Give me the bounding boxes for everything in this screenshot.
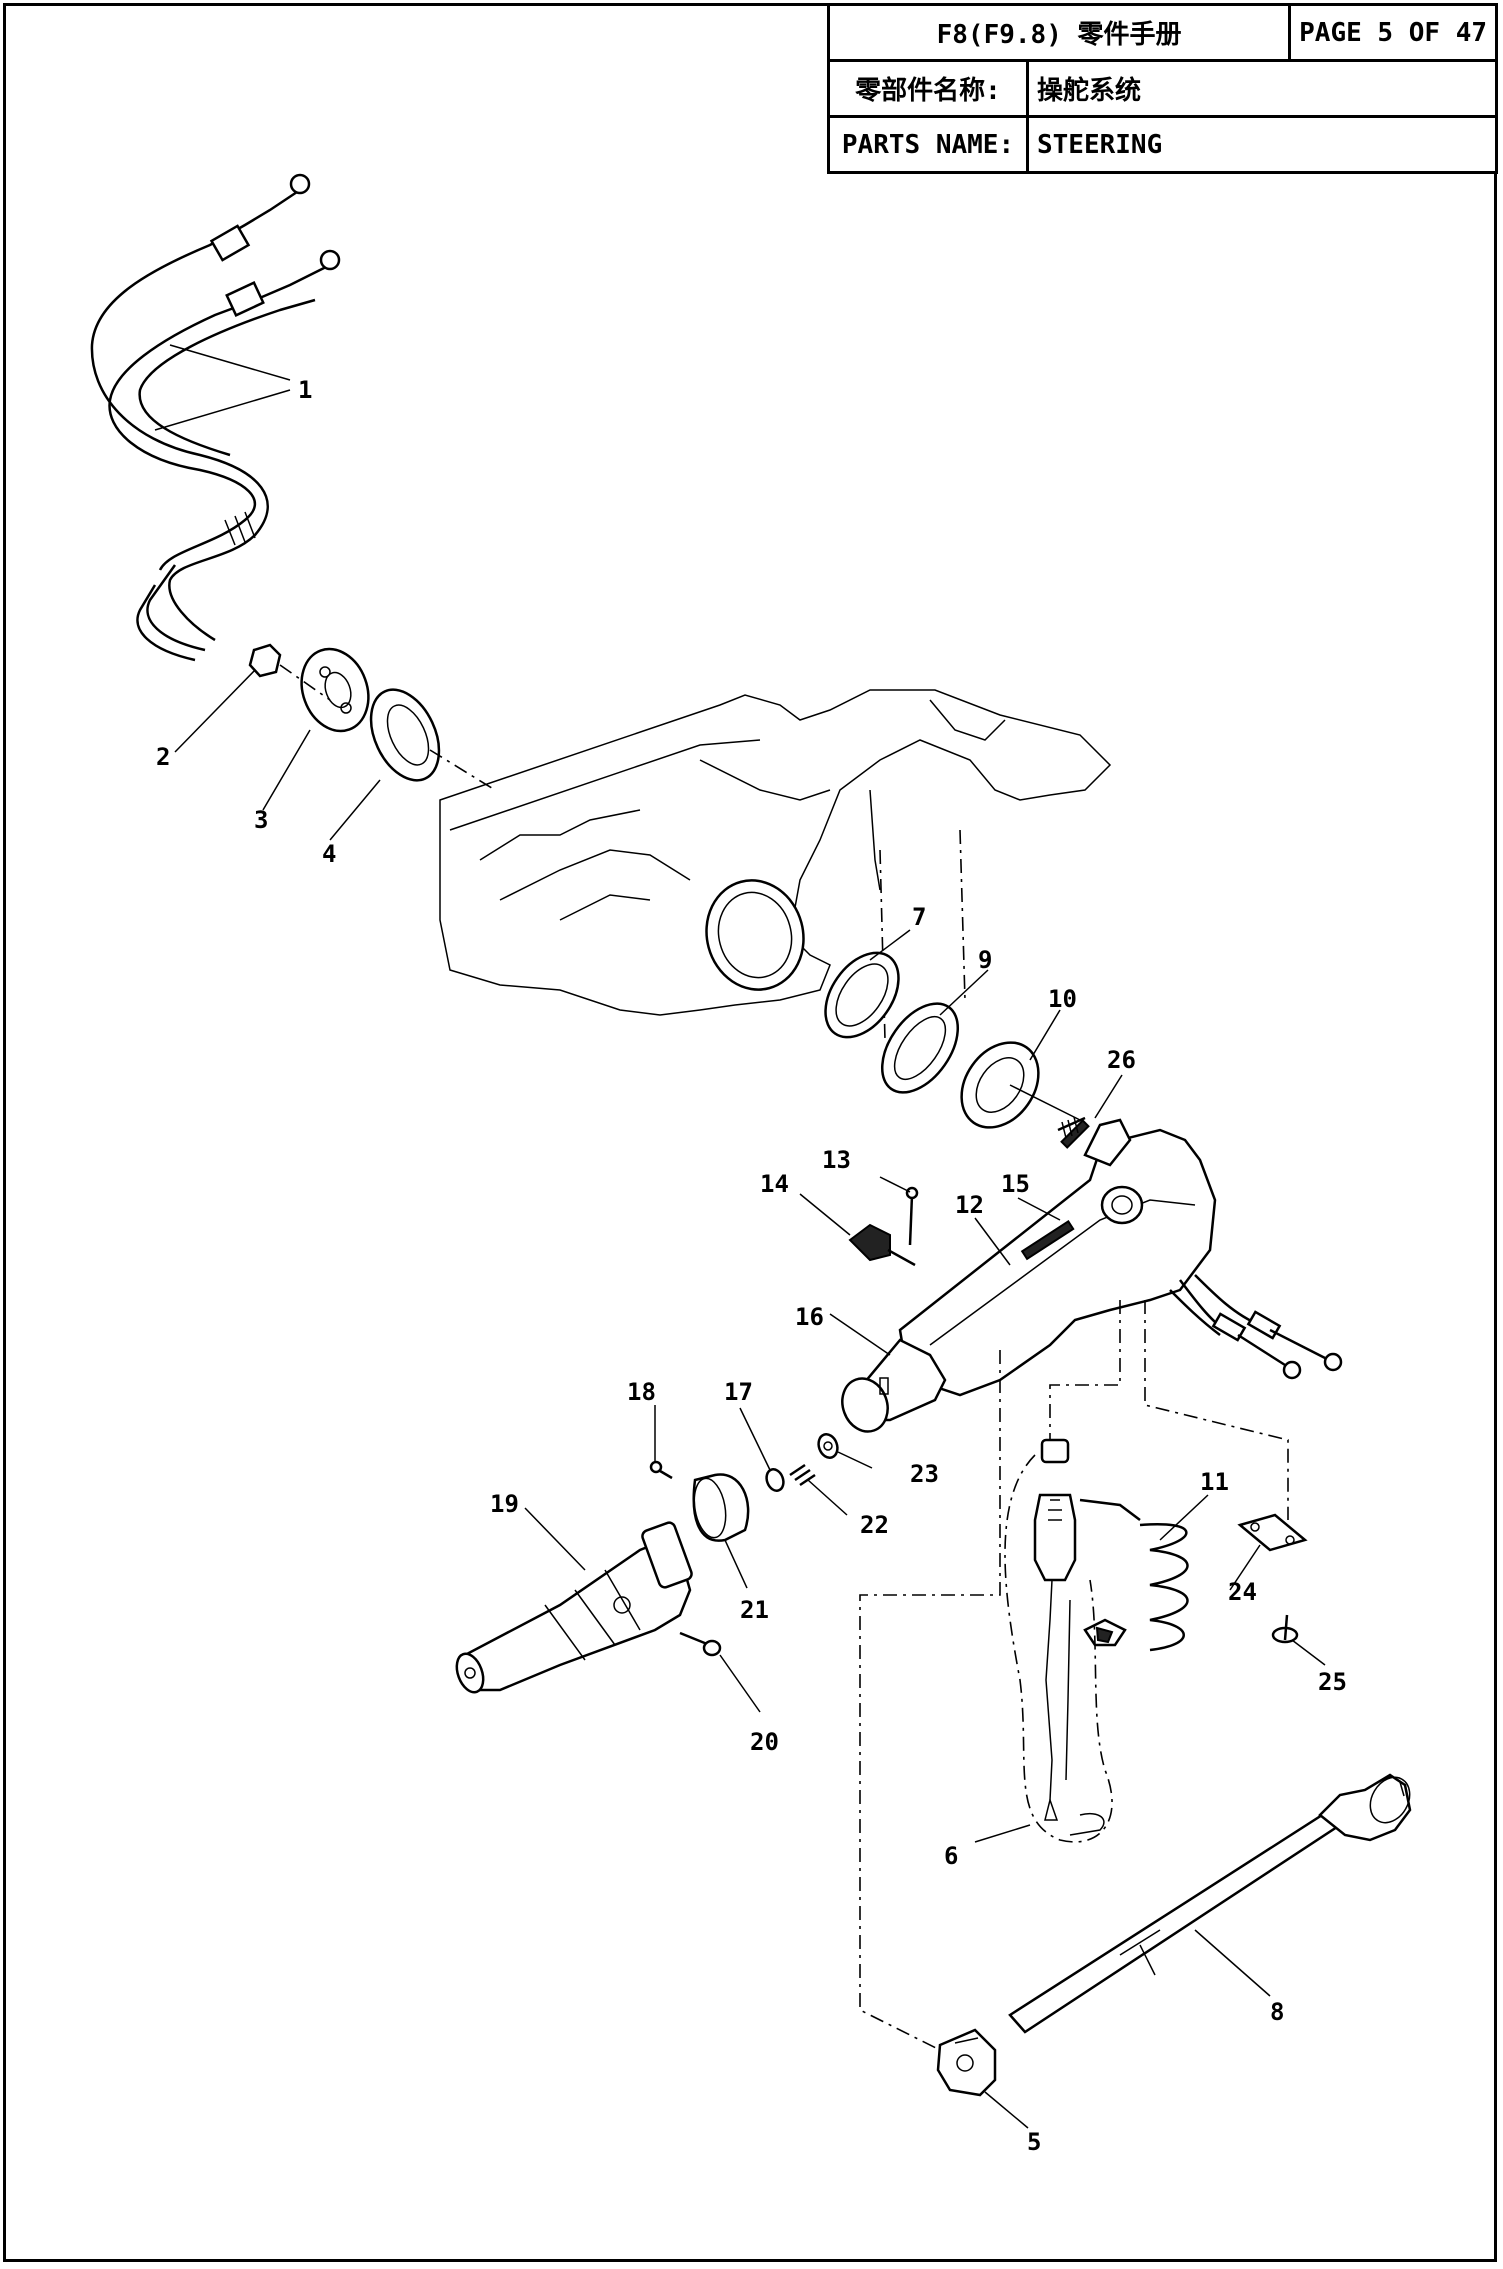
parts-name-en-value: STEERING — [1026, 115, 1498, 174]
callout-9: 9 — [978, 946, 992, 974]
part-7-washer — [824, 951, 900, 1039]
callout-10: 10 — [1048, 985, 1077, 1013]
title-block: F8(F9.8) 零件手册 PAGE 5 OF 47 零部件名称: 操舵系统 P… — [826, 3, 1498, 174]
part-2-nut — [248, 643, 282, 678]
part-5-clamp — [936, 2028, 997, 2097]
callout-17: 17 — [724, 1378, 753, 1406]
callout-6: 6 — [944, 1842, 958, 1870]
parts-name-cn-label: 零部件名称: — [827, 59, 1029, 118]
callout-19: 19 — [490, 1490, 519, 1518]
callout-26: 26 — [1107, 1046, 1136, 1074]
callout-12: 12 — [955, 1191, 984, 1219]
callout-16: 16 — [795, 1303, 824, 1331]
callout-7: 7 — [912, 903, 926, 931]
callout-24: 24 — [1228, 1578, 1257, 1606]
small-parts-17-22-23 — [765, 1433, 839, 1492]
part-3-plate — [300, 647, 370, 733]
parts-name-cn-value: 操舵系统 — [1026, 59, 1498, 118]
part-1-cables — [90, 173, 341, 662]
part-13-14-lever — [848, 1186, 919, 1267]
parts-24-25 — [1237, 1513, 1308, 1644]
page-indicator: PAGE 5 OF 47 — [1288, 3, 1498, 62]
part-8-shaft — [1008, 1773, 1412, 2034]
part-11-stop-switch — [1004, 1438, 1189, 1843]
callout-18: 18 — [627, 1378, 656, 1406]
callout-1: 1 — [298, 376, 312, 404]
part-20-screw — [679, 1631, 722, 1657]
callout-23: 23 — [910, 1460, 939, 1488]
callout-numbers: 1 2 3 4 5 6 7 8 9 10 11 12 13 14 15 16 1… — [156, 376, 1347, 2156]
callout-21: 21 — [740, 1596, 769, 1624]
assembly-guide-lines — [279, 664, 1289, 2051]
callout-8: 8 — [1270, 1998, 1284, 2026]
callout-5: 5 — [1027, 2128, 1041, 2156]
part-10-bushing — [960, 1041, 1081, 1129]
parts-18-21 — [649, 1460, 750, 1542]
callout-15: 15 — [1001, 1170, 1030, 1198]
callout-14: 14 — [760, 1170, 789, 1198]
callout-13: 13 — [822, 1146, 851, 1174]
callout-4: 4 — [322, 840, 336, 868]
part-12-steering-handle — [841, 1118, 1343, 1433]
callout-20: 20 — [750, 1728, 779, 1756]
part-19-grip — [455, 1521, 693, 1694]
part-4-grommet — [369, 688, 441, 782]
parts-name-en-label: PARTS NAME: — [827, 115, 1029, 174]
callout-3: 3 — [254, 806, 268, 834]
part-26-bolt — [1057, 1116, 1086, 1139]
leader-lines — [154, 344, 1326, 2129]
manual-title: F8(F9.8) 零件手册 — [826, 3, 1292, 62]
callout-22: 22 — [860, 1511, 889, 1539]
drawing-border — [3, 3, 1497, 2262]
bracket-housing — [439, 689, 1112, 1041]
callout-2: 2 — [156, 743, 170, 771]
callout-11: 11 — [1200, 1468, 1229, 1496]
callout-25: 25 — [1318, 1668, 1347, 1696]
